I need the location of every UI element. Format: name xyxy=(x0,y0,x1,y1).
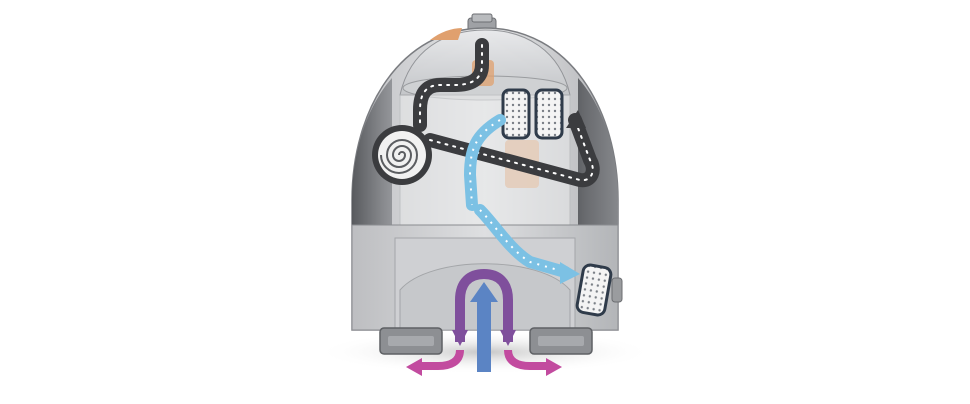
right-side-panel xyxy=(578,78,618,240)
cyclone-spiral-icon xyxy=(372,125,432,185)
dust-path xyxy=(413,38,600,188)
left-side-panel xyxy=(352,78,392,240)
left-wheel xyxy=(379,327,443,355)
exhaust-filter-icon xyxy=(575,263,613,317)
clean-air-path xyxy=(463,114,580,284)
filter-cartridge-icon xyxy=(501,88,564,140)
right-wheel xyxy=(529,327,593,355)
side-latch xyxy=(611,277,623,303)
copper-accent-top xyxy=(430,28,462,40)
airflow-arrow-icon xyxy=(406,269,562,376)
